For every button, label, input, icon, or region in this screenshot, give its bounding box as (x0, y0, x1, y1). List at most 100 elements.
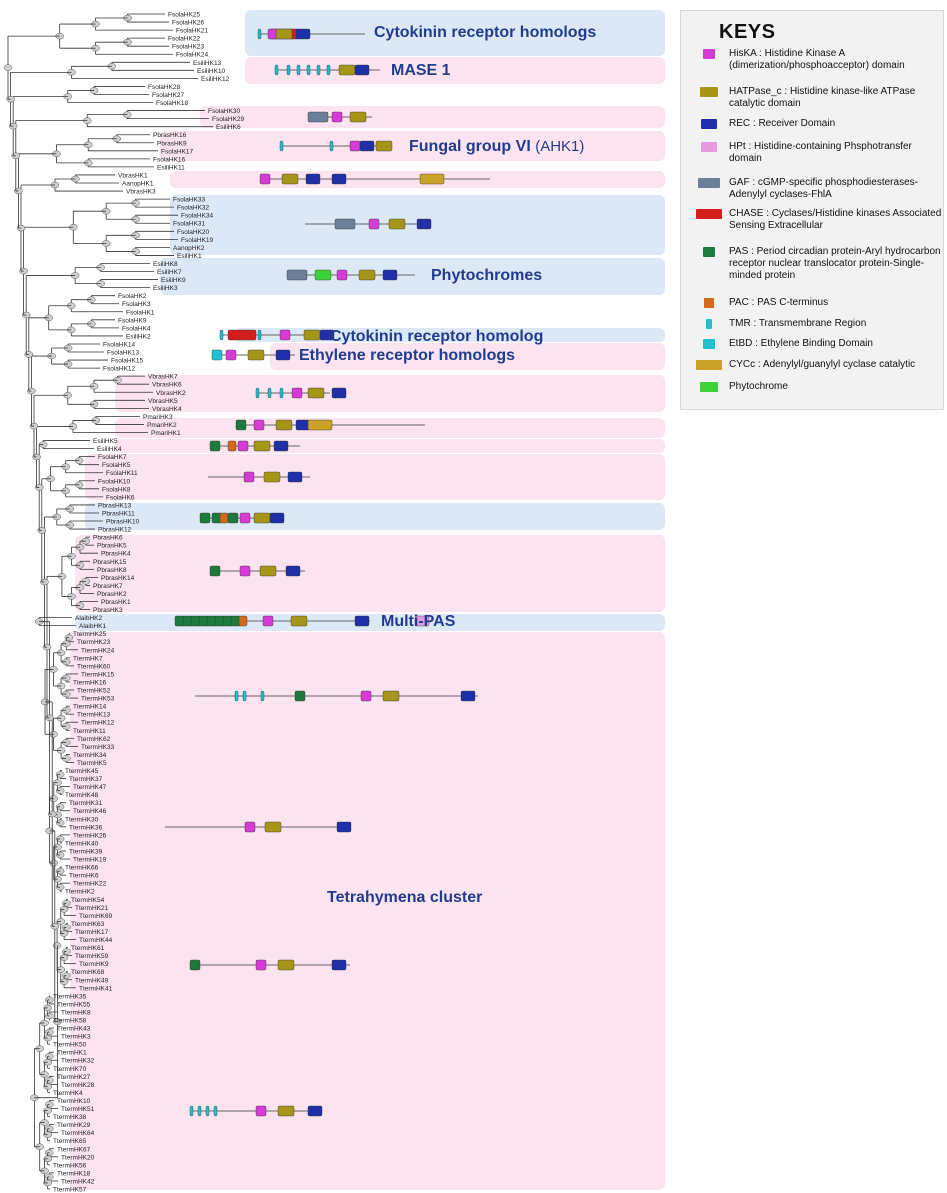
domain-tmr (286, 64, 291, 76)
leaf-label: TtermHK19 (73, 857, 107, 864)
leaf-label: TtermHK55 (57, 1001, 91, 1008)
leaf-label: TtermHK32 (61, 1058, 95, 1065)
leaf-label: TtermHK22 (73, 881, 107, 888)
leaf-label: FsolaHK14 (103, 341, 136, 348)
clade-band (115, 418, 665, 438)
domain-tmr (255, 387, 260, 399)
domain-architecture (195, 690, 478, 702)
leaf-label: VbrasHK7 (148, 374, 178, 381)
leaf-label: TtermHK52 (77, 688, 111, 695)
leaf-label: TtermHK8 (61, 1009, 91, 1016)
leaf-label: PmariHK2 (147, 422, 177, 429)
domain-hatpase-c (275, 28, 293, 40)
leaf-label: TtermHK16 (73, 679, 107, 686)
band-label-multi-pas: Multi-PAS (381, 613, 456, 630)
leaf-label: FsolaHK34 (181, 213, 214, 220)
leaf-label: AanopHK1 (122, 181, 154, 188)
leaf-label: TtermHK18 (57, 1170, 91, 1177)
key-description: TMR : Transmembrane Region (729, 318, 867, 329)
pas-icon (681, 246, 729, 258)
domain-hatpase-c (253, 440, 271, 452)
domain-hpt (414, 615, 430, 627)
leaf-label: TtermHK29 (57, 1122, 91, 1129)
clade-band (160, 258, 665, 295)
leaf-label: EsiliHK11 (157, 164, 185, 171)
leaf-label: TtermHK24 (81, 647, 115, 654)
domain-rec (275, 349, 291, 361)
leaf-label: EsiliHK8 (153, 261, 178, 268)
hiska-icon (681, 48, 729, 60)
leaf-label: PbrasHK10 (106, 519, 140, 526)
leaf-label: TtermHK4 (53, 1090, 83, 1097)
clade-band (75, 535, 665, 612)
domain-gaf (286, 269, 308, 281)
domain-hiska (368, 218, 380, 230)
leaf-label: PbrasHK14 (101, 575, 135, 582)
leaf-label: EsiliHK9 (161, 277, 186, 284)
tree-branches (3, 13, 213, 1190)
leaf-label: TtermHK31 (69, 800, 103, 807)
domain-hatpase-c (338, 64, 356, 76)
domain-hatpase-c (290, 615, 308, 627)
domain-hiska (237, 440, 249, 452)
clade-band (200, 106, 665, 128)
leaf-label: TtermHK7 (73, 655, 103, 662)
leaf-label: FsolaHK7 (98, 454, 127, 461)
rec-icon (681, 118, 729, 130)
domain-cycc (307, 419, 333, 431)
leaf-label: PbrasHK5 (97, 543, 127, 550)
leaf-label: PbrasHK4 (101, 551, 131, 558)
domain-tmr (197, 1105, 202, 1117)
leaf-label: EsiliHK2 (126, 333, 151, 340)
leaf-label: TtermHK3 (61, 1034, 91, 1041)
domain-rec (331, 959, 347, 971)
domain-gaf (307, 111, 329, 123)
leaf-label: EsiliHK4 (97, 446, 122, 453)
domain-architecture (189, 959, 350, 971)
leaf-label: VbrasHK1 (118, 172, 148, 179)
leaf-label: VbrasHK4 (152, 406, 182, 413)
leaf-label: FsolaHK20 (177, 229, 210, 236)
domain-etbd (211, 349, 223, 361)
clade-band (85, 454, 665, 500)
domain-hatpase-c (277, 959, 295, 971)
domain-hatpase-c (375, 140, 393, 152)
leaf-label: TtermHK41 (79, 985, 113, 992)
key-description: Phytochrome (729, 381, 788, 392)
domain-phy (314, 269, 332, 281)
domain-tmr (267, 387, 272, 399)
hatpase-c-icon (681, 86, 729, 98)
clade-band (270, 343, 665, 370)
domain-hatpase-c (259, 565, 277, 577)
domain-hiska (259, 173, 271, 185)
clade-band (85, 503, 665, 530)
leaf-label: TtermHK63 (71, 921, 105, 928)
cycc-icon (681, 359, 729, 371)
domain-hatpase-c (263, 471, 281, 483)
leaf-label: TtermHK43 (57, 1026, 91, 1033)
leaf-label: EsiliHK3 (153, 285, 178, 292)
domain-rec (287, 471, 303, 483)
leaf-label: TtermHK58 (53, 1017, 87, 1024)
domain-rec (305, 173, 321, 185)
leaf-label: TtermHK25 (73, 631, 107, 638)
leaf-label: FsolaHK30 (208, 108, 241, 115)
clade-band (245, 57, 665, 84)
domain-rec (354, 64, 370, 76)
domain-tmr (257, 329, 262, 341)
key-description: HATPase_c : Histidine kinase-like ATPase… (729, 86, 916, 109)
key-description: GAF : cGMP-specific phosphodiesterases-A… (729, 177, 918, 200)
domain-architecture (257, 28, 365, 40)
domain-rec (295, 28, 311, 40)
domain-pas (227, 512, 239, 524)
domain-rec (269, 512, 285, 524)
leaf-label: TtermHK34 (73, 752, 107, 759)
domain-hiska (243, 471, 255, 483)
leaf-label: TtermHK37 (69, 776, 103, 783)
leaf-label: TtermHK67 (57, 1146, 91, 1153)
domain-hatpase-c (358, 269, 376, 281)
leaf-label: PbrasHK13 (98, 502, 132, 509)
leaf-label: TtermHK42 (61, 1178, 95, 1185)
clade-band (160, 131, 665, 161)
domain-pas (209, 565, 221, 577)
